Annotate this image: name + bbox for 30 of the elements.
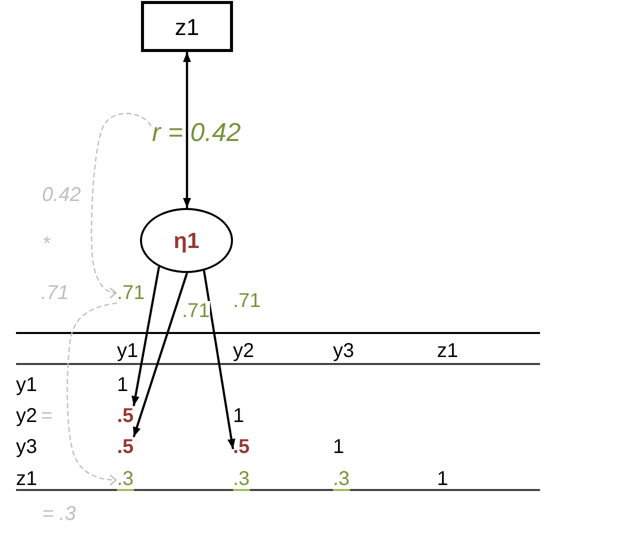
correlation-label: r = 0.42	[152, 119, 241, 145]
row-header: y2	[16, 406, 38, 426]
arrow	[132, 266, 160, 406]
dashed-arrow	[66, 302, 118, 486]
correlation-value: .5	[117, 437, 134, 457]
double-headed-arrow	[183, 52, 191, 208]
correlation-value: 1	[437, 469, 448, 489]
correlation-value: 1	[333, 437, 344, 457]
arrow	[132, 272, 188, 438]
row-header: z1	[16, 469, 38, 489]
column-header: y1	[117, 341, 138, 361]
correlation-value: 1	[233, 406, 244, 426]
variable-box: z1	[141, 1, 233, 52]
row-header: y1	[16, 375, 38, 395]
row-header: y3	[16, 437, 38, 457]
loading-value: .71	[117, 283, 145, 303]
annotation-text: .71	[41, 283, 69, 303]
column-header: z1	[437, 341, 458, 361]
latent-variable-ellipse: η1	[140, 208, 233, 273]
correlation-value: .5	[233, 437, 250, 457]
column-header: y2	[233, 341, 254, 361]
dashed-arrow	[90, 112, 152, 298]
correlation-value: 1	[117, 375, 128, 395]
annotation-text: = .3	[42, 504, 76, 524]
annotation-text: 0.42	[42, 185, 81, 205]
annotation-text: *	[43, 234, 51, 254]
column-header: y3	[333, 341, 354, 361]
arrow	[202, 270, 236, 450]
annotation-text: =	[41, 406, 53, 426]
correlation-value: .5	[117, 406, 134, 426]
